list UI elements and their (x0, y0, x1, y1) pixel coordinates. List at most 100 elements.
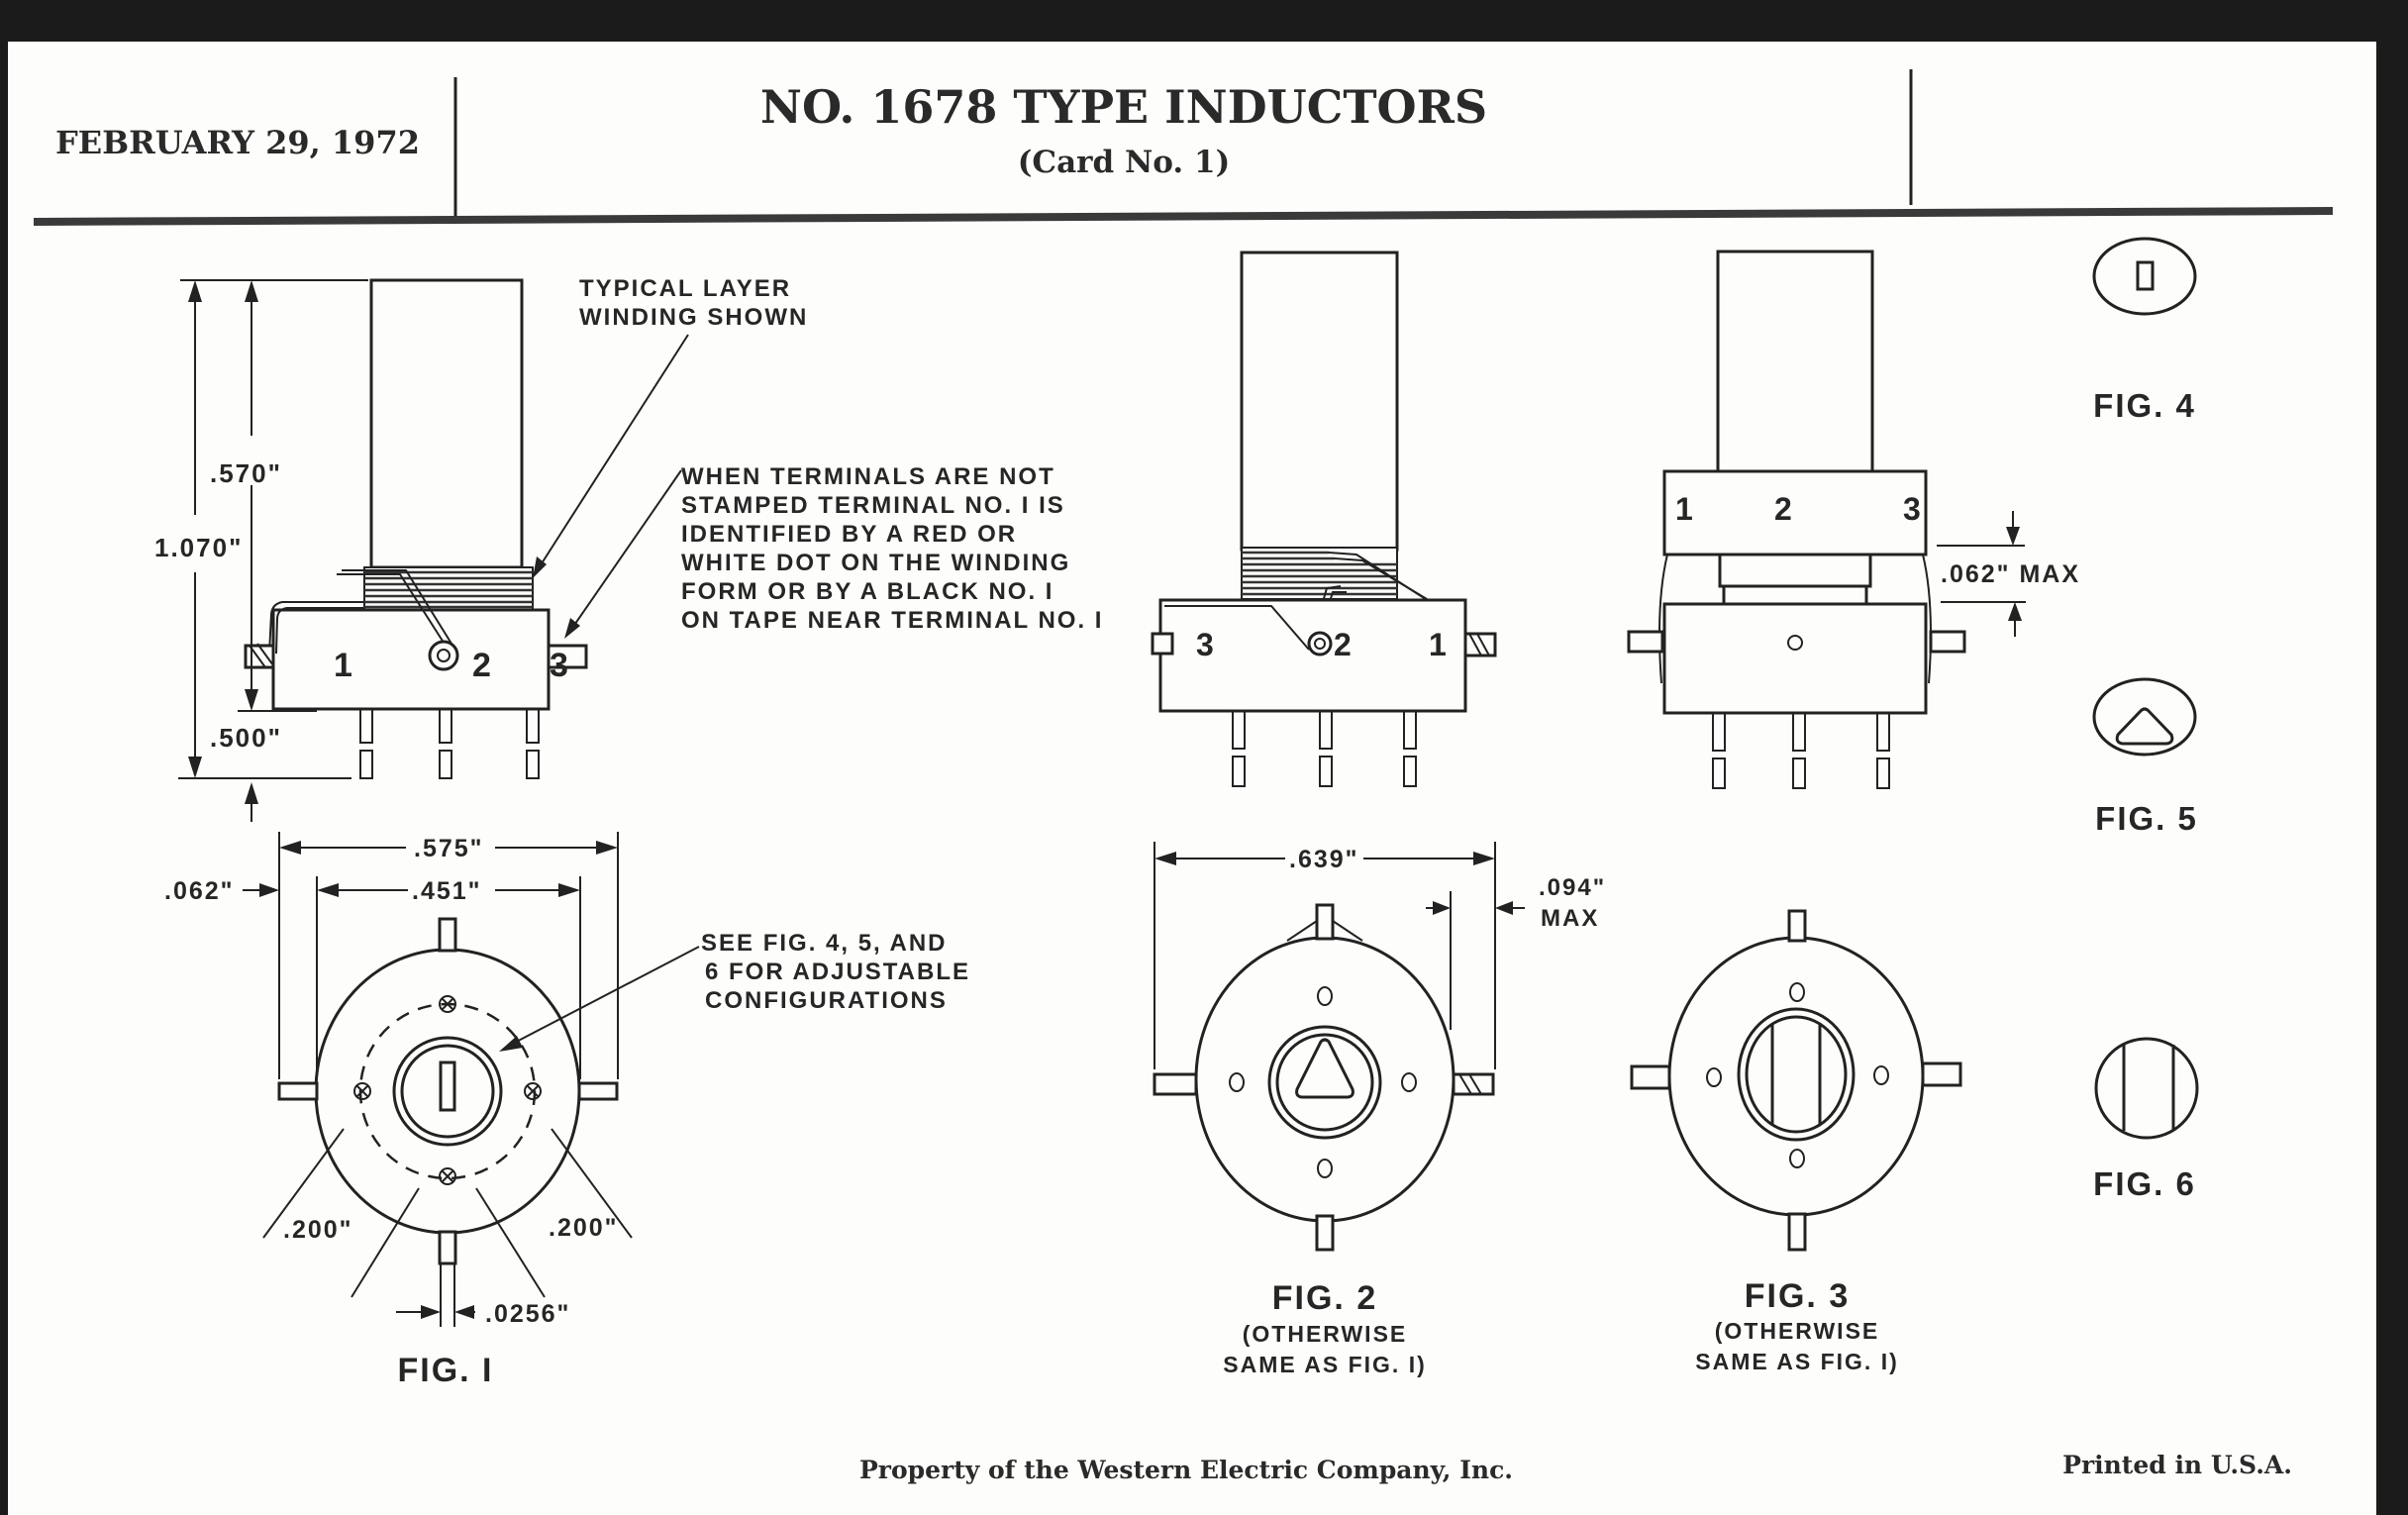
dim-lower: .500" (210, 723, 282, 753)
fig3-caption: FIG. 3 (1745, 1277, 1850, 1315)
lug-top (1315, 903, 1335, 941)
note-terminals: WHEN TERMINALS ARE NOT STAMPED TERMINAL … (681, 463, 1103, 634)
fig5-caption: FIG. 5 (2095, 800, 2198, 837)
page-title: NO. 1678 TYPE INDUCTORS (760, 80, 1487, 134)
hole (1706, 1067, 1722, 1087)
hole (1317, 986, 1333, 1006)
fig3-side-view: 1 2 3 .062" MAX (1627, 250, 2080, 789)
lug-top (1787, 909, 1807, 943)
hole (1317, 1159, 1333, 1178)
footer-printed: Printed in U.S.A. (2062, 1451, 2292, 1479)
lug-right (547, 644, 588, 669)
adjuster-cap (1662, 469, 1928, 556)
dim-diag-left: .200" (283, 1216, 353, 1244)
fig4-caption: FIG. 4 (2093, 387, 2196, 424)
leader-terminals (567, 469, 682, 635)
terminal-number: 2 (1334, 627, 1354, 662)
leader-adjust (504, 946, 700, 1049)
core-ring-outer (1267, 1025, 1382, 1140)
dimension-lines (243, 832, 633, 1327)
dim-pin: .0256" (485, 1300, 570, 1328)
footer-property: Property of the Western Electric Company… (859, 1456, 1513, 1484)
lug-right (1929, 630, 1966, 654)
dimension-lines (178, 279, 368, 822)
dim-max: .094" MAX (1539, 874, 1615, 932)
base-block (271, 608, 551, 711)
triangle-icon (2115, 707, 2174, 746)
slot-icon (2136, 260, 2155, 291)
pins (359, 708, 540, 779)
triangle-icon (1295, 1038, 1354, 1099)
dim-inner: .451" (412, 877, 482, 905)
note-winding: TYPICAL LAYER WINDING SHOWN (579, 275, 808, 331)
adjuster-outline (2092, 237, 2197, 316)
adjuster-outline (2094, 1037, 2199, 1140)
pins (1712, 712, 1890, 789)
marker-dot (1787, 635, 1803, 651)
hole (1873, 1065, 1889, 1085)
core-tube (1240, 251, 1399, 552)
terminal-number: 1 (334, 647, 354, 684)
core-tube (1716, 250, 1874, 473)
fig2-subcaption-2: SAME AS FIG. I) (1223, 1352, 1427, 1377)
hole (1229, 1072, 1245, 1092)
date: FEBRUARY 29, 1972 (55, 124, 420, 161)
fig1-caption: FIG. I (398, 1352, 494, 1389)
hole (1401, 1072, 1417, 1092)
terminal-number: 3 (1903, 491, 1923, 527)
fig3-subcaption-1: (OTHERWISE (1715, 1318, 1880, 1344)
lug-right (1921, 1061, 1962, 1087)
terminal-number: 3 (550, 647, 570, 684)
note-adjust: SEE FIG. 4, 5, AND 6 FOR ADJUSTABLE CONF… (701, 930, 979, 1014)
lug-bottom (1787, 1212, 1807, 1252)
pins (1232, 710, 1417, 787)
terminal-marks (353, 995, 542, 1185)
slot-icon (439, 1060, 456, 1112)
dim-diag-right: .200" (549, 1214, 619, 1242)
lug-left (1627, 630, 1664, 654)
fig2-side-view: 3 2 1 (1151, 251, 1497, 787)
terminal-number: 1 (1675, 491, 1695, 527)
fig4: FIG. 4 (2092, 237, 2197, 424)
lug-right (1452, 1072, 1495, 1096)
dim-outer: .575" (414, 835, 484, 862)
lug-right (577, 1081, 619, 1101)
eyelet (428, 640, 459, 671)
terminal-number: 2 (1774, 491, 1794, 527)
leader-winding (534, 334, 689, 575)
fig1-side-view: 1 2 3 .570" 1.070" (154, 275, 1103, 822)
hole (1789, 1149, 1805, 1168)
core-tube (369, 278, 524, 569)
fig1-bottom-view: .575" .451" .062" .200" .200" .0256" SEE… (164, 832, 979, 1389)
fig5: FIG. 5 (2092, 677, 2198, 837)
header-rule (33, 207, 2334, 226)
lug-left (1630, 1064, 1671, 1090)
lug-top (438, 917, 457, 953)
fig6-caption: FIG. 6 (2093, 1165, 2196, 1202)
fig3-subcaption-2: SAME AS FIG. I) (1695, 1349, 1899, 1374)
lug-left (244, 644, 275, 669)
terminal-number: 1 (1429, 627, 1449, 662)
core-ring-outer (392, 1036, 503, 1147)
fig2-bottom-view: .639" .094" MAX FIG. 2 (OTHERWISE SAME A… (1153, 842, 1615, 1377)
fig2-subcaption-1: (OTHERWISE (1243, 1321, 1408, 1347)
terminal-number: 3 (1196, 627, 1216, 662)
lead-wire (268, 601, 364, 655)
dim-upper: .570" (210, 458, 282, 488)
lug-bottom (1315, 1214, 1335, 1252)
lug-bottom (438, 1230, 457, 1265)
fig6: FIG. 6 (2093, 1037, 2199, 1202)
base-block (1662, 602, 1928, 715)
eyelet (1307, 631, 1333, 656)
lug-left (1153, 1072, 1198, 1096)
dim-overall: 1.070" (154, 533, 243, 562)
page-subtitle: (Card No. 1) (1018, 145, 1231, 180)
header: FEBRUARY 29, 1972 NO. 1678 TYPE INDUCTOR… (33, 69, 2334, 226)
dim-gap: .062" MAX (1941, 560, 2080, 588)
dim-width: .639" (1289, 846, 1359, 873)
adjuster-outline (2092, 677, 2197, 757)
fig3-bottom-view: FIG. 3 (OTHERWISE SAME AS FIG. I) (1630, 909, 1962, 1374)
lug-left (277, 1081, 319, 1101)
terminal-number: 2 (472, 647, 493, 684)
dim-offset: .062" (164, 877, 235, 905)
